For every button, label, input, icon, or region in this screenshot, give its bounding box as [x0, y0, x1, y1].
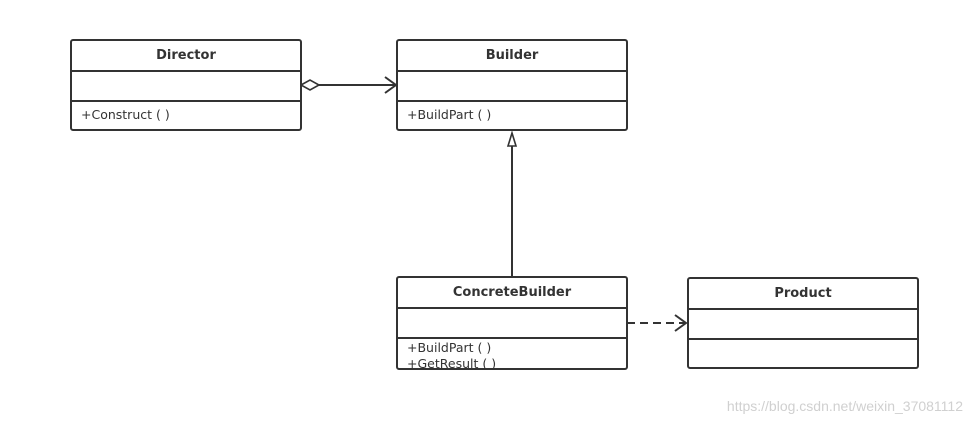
operation: +BuildPart ( ) — [407, 107, 492, 122]
attributes-compartment — [689, 310, 917, 340]
class-concrete-builder[interactable]: ConcreteBuilder +BuildPart ( ) +GetResul… — [396, 276, 628, 372]
class-name: Product — [689, 279, 917, 310]
watermark-text: https://blog.csdn.net/weixin_37081112 — [726, 398, 963, 414]
attributes-compartment — [398, 309, 626, 339]
aggregation-connector — [299, 76, 398, 94]
class-director[interactable]: Director +Construct ( ) — [70, 39, 302, 131]
generalization-connector — [506, 130, 518, 277]
dependency-connector — [627, 314, 688, 332]
class-name: Director — [72, 41, 300, 72]
operations-compartment: +BuildPart ( ) +GetResult ( ) — [398, 339, 626, 372]
class-product[interactable]: Product — [687, 277, 919, 369]
operations-compartment: +Construct ( ) — [72, 102, 300, 123]
class-name: Builder — [398, 41, 626, 72]
dependency-arrowhead — [674, 314, 688, 332]
generalization-arrowhead — [506, 130, 518, 147]
operation: +GetResult ( ) — [407, 356, 497, 371]
class-name: ConcreteBuilder — [398, 278, 626, 309]
operations-compartment — [689, 340, 917, 345]
aggregation-diamond — [299, 79, 321, 91]
operation: +Construct ( ) — [81, 107, 170, 122]
operations-compartment: +BuildPart ( ) — [398, 102, 626, 123]
operation: +BuildPart ( ) — [407, 340, 492, 355]
attributes-compartment — [72, 72, 300, 102]
class-builder[interactable]: Builder +BuildPart ( ) — [396, 39, 628, 131]
attributes-compartment — [398, 72, 626, 102]
